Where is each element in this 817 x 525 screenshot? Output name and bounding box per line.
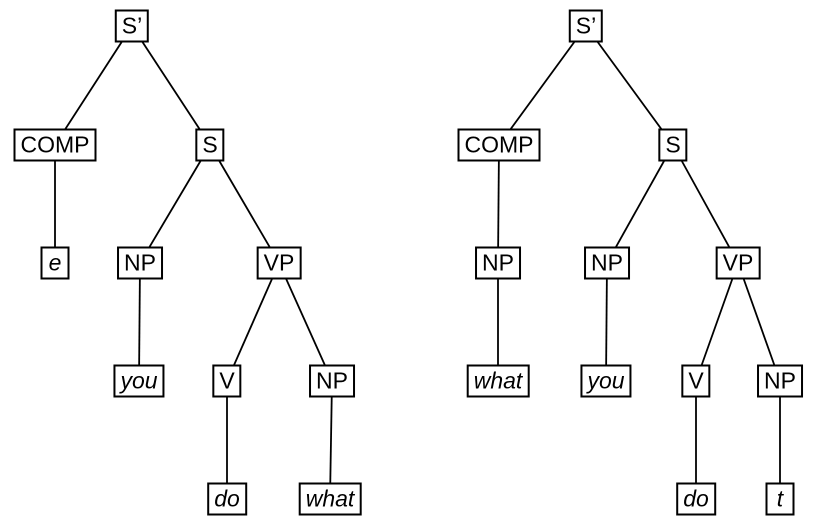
left-tree-node-do: do — [207, 482, 247, 516]
right-tree-edge-vp-v — [695, 262, 739, 382]
left-tree-edge-vp-np-obj — [278, 262, 333, 382]
left-tree-edge-sbar-comp — [54, 25, 133, 146]
right-tree-edge-vp-np-obj — [737, 262, 781, 382]
left-tree-node-e: e — [40, 246, 70, 280]
right-tree-node-np-subj: NP — [584, 246, 630, 280]
right-tree-edge-s-vp — [672, 144, 739, 264]
left-tree-edge-s-np-subj — [139, 144, 211, 264]
right-tree-edge-sbar-comp — [498, 25, 587, 146]
right-tree-edge-np-subj-you — [605, 262, 608, 382]
right-tree-node-s: S — [658, 128, 688, 162]
left-tree-node-vp: VP — [256, 246, 302, 280]
left-tree-node-np-obj: NP — [309, 364, 355, 398]
left-tree-edge-vp-v — [226, 262, 280, 382]
left-tree-edge-np-obj-what — [329, 380, 333, 500]
left-tree-edge-sbar-s — [131, 25, 211, 146]
left-tree-edge-s-vp — [209, 144, 280, 264]
right-tree-node-vp: VP — [715, 246, 761, 280]
right-tree-node-you: you — [580, 364, 632, 398]
left-tree-node-you: you — [113, 364, 165, 398]
left-tree-node-comp: COMP — [13, 128, 97, 162]
right-tree-node-sbar: S’ — [568, 9, 604, 43]
right-tree-node-comp: COMP — [457, 128, 541, 162]
right-tree-edge-s-np-subj — [606, 144, 674, 264]
left-tree-node-s: S — [195, 128, 225, 162]
right-tree-node-np-obj: NP — [757, 364, 803, 398]
left-tree-node-np-subj: NP — [117, 246, 163, 280]
right-tree-edge-comp-np-comp — [497, 144, 500, 264]
right-tree-node-v: V — [681, 364, 711, 398]
left-tree-node-sbar: S’ — [114, 9, 150, 43]
left-tree-edge-np-subj-you — [138, 262, 141, 382]
left-tree-node-v: V — [212, 364, 242, 398]
right-tree-node-t: t — [765, 482, 795, 516]
right-tree-node-np-comp: NP — [475, 246, 521, 280]
left-tree-node-what: what — [298, 482, 362, 516]
right-tree-node-what: what — [466, 364, 530, 398]
right-tree-node-do: do — [676, 482, 716, 516]
right-tree-edge-sbar-s — [585, 25, 674, 146]
